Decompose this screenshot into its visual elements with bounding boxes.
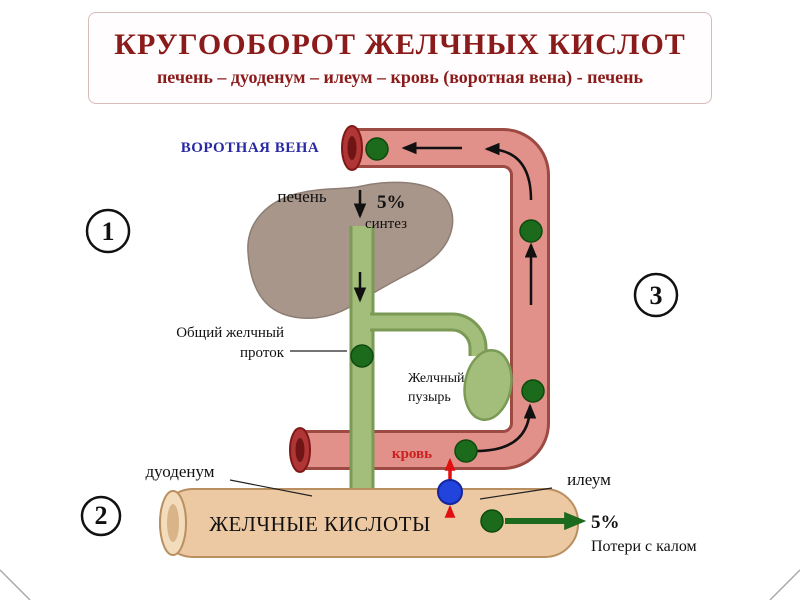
vessel-cap-top-lumen (347, 136, 357, 160)
intestine-cap-lumen (167, 504, 179, 542)
corner-decoration-left (0, 569, 31, 600)
bile-acid-dot (350, 344, 374, 368)
flow-arrow-corner-top-icon (484, 142, 533, 201)
corner-decoration-right (769, 569, 800, 600)
ileum-pointer-line (479, 487, 553, 500)
title-box: КРУГООБОРОТ ЖЕЛЧНЫХ КИСЛОТ печень – дуод… (88, 12, 712, 104)
gallbladder-label-line1: Желчный (408, 371, 465, 386)
ileum-label: илеум (567, 470, 611, 489)
duodenum-pointer-line (229, 479, 313, 497)
step-marker-3-number: 3 (650, 281, 663, 310)
common-duct-label-line1: Общий желчный (176, 325, 284, 341)
synthesis-percent-label: 5% (377, 192, 406, 213)
page-subtitle: печень – дуоденум – илеум – кровь (ворот… (156, 66, 644, 87)
fecal-loss-label: Потери с калом (591, 538, 697, 555)
bile-acids-label: ЖЕЛЧНЫЕ КИСЛОТЫ (209, 512, 431, 536)
step-marker-1-circle (85, 208, 131, 254)
vessel-cap-bottom-lumen (295, 438, 305, 462)
step-marker-1-number: 1 (102, 217, 115, 246)
bile-acid-dot (454, 439, 478, 463)
ileal-transporter-icon (437, 479, 463, 505)
page-title: КРУГООБОРОТ ЖЕЛЧНЫХ КИСЛОТ (114, 28, 686, 62)
step-marker-3-circle (633, 272, 679, 318)
common-duct-label-line2: проток (240, 345, 285, 361)
bile-acid-dot (519, 219, 543, 243)
fecal-loss-percent-label: 5% (591, 512, 620, 533)
bile-acid-dot (365, 137, 389, 161)
bile-acid-dot (480, 509, 504, 533)
gallbladder-shape (463, 349, 513, 421)
gallbladder-label-line2: пузырь (408, 390, 451, 405)
step-marker-2-number: 2 (95, 501, 108, 530)
duodenum-label: дуоденум (145, 462, 214, 481)
synthesis-label: синтез (365, 216, 407, 232)
bile-acid-dot (521, 379, 545, 403)
cystic-duct-tube (370, 315, 485, 356)
blood-label: кровь (392, 446, 432, 462)
flow-arrow-corner-bottom-icon (475, 403, 537, 453)
step-marker-2-circle (80, 495, 122, 537)
portal-vein-label: ВОРОТНАЯ ВЕНА (181, 140, 320, 156)
liver-label: печень (277, 187, 326, 206)
